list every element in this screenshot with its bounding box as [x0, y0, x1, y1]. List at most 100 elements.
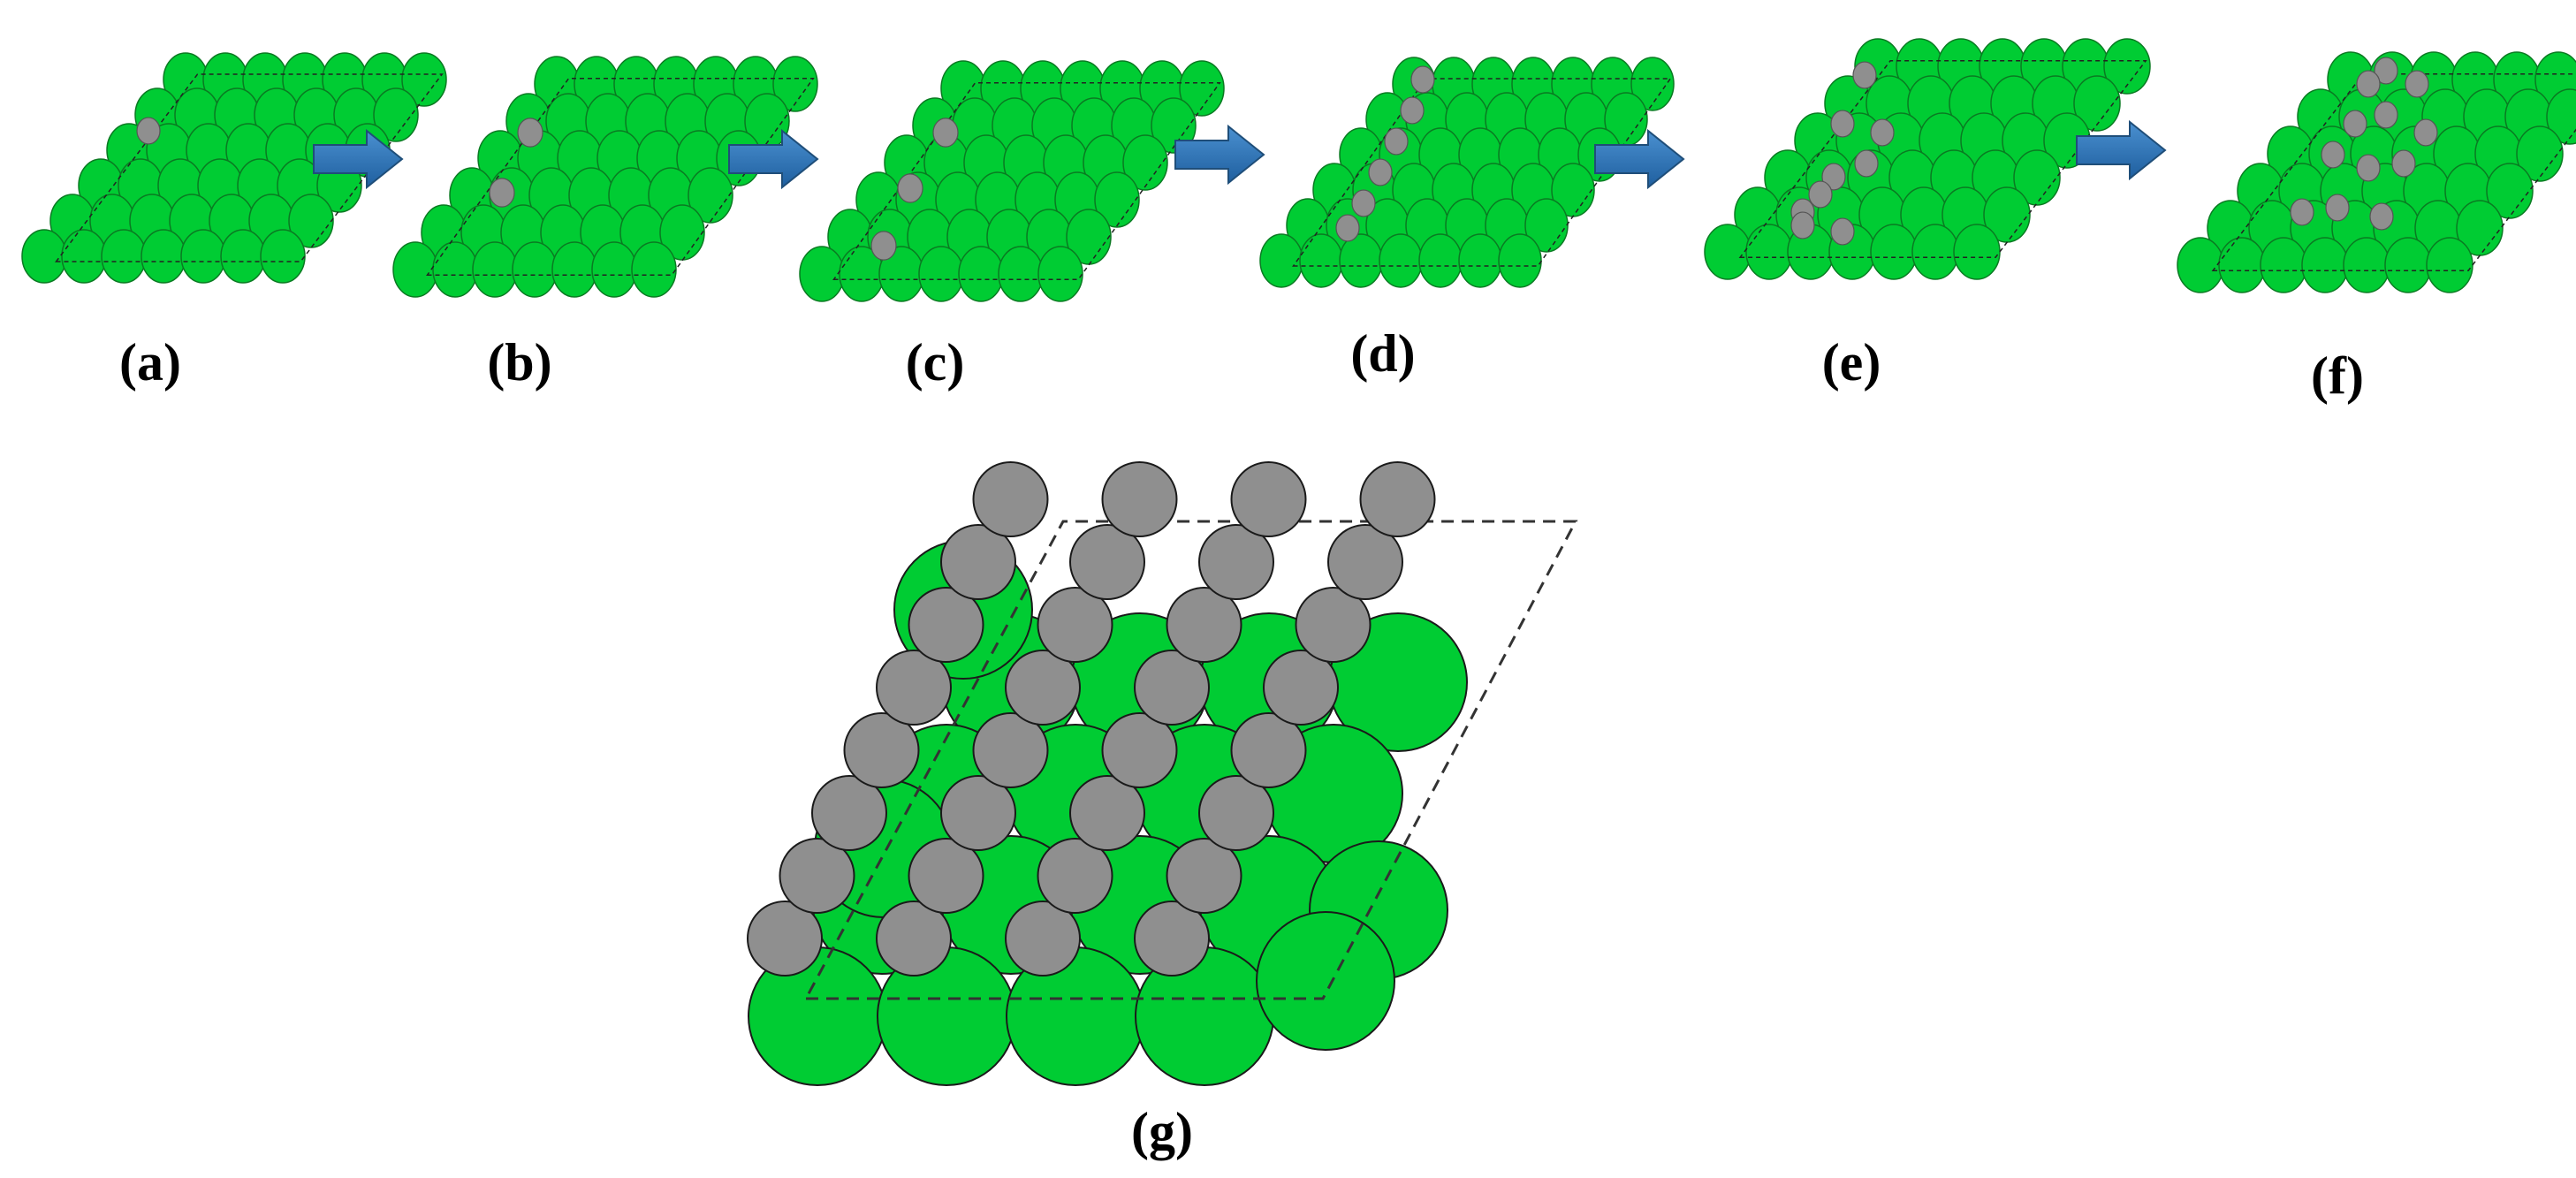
substrate-atom — [688, 167, 733, 224]
substrate-atom — [2426, 237, 2473, 293]
adsorbate-atom — [932, 118, 959, 148]
panel-label-a: (a) — [119, 333, 181, 391]
panel-label-b: (b) — [487, 333, 551, 391]
substrate-atom — [432, 241, 478, 298]
panel-c-surface — [799, 60, 1225, 302]
substrate-atom — [1256, 911, 1395, 1051]
adsorbate-atom — [1854, 149, 1879, 178]
adsorbate-atom — [2391, 149, 2416, 178]
unit-cell-outline — [1738, 60, 2147, 258]
substrate-atom — [1498, 233, 1542, 288]
substrate-atom — [1745, 224, 1793, 280]
adsorbate-atom — [876, 650, 952, 726]
unit-cell-outline — [54, 73, 444, 262]
substrate-atom — [2073, 75, 2121, 132]
adsorbate-atom — [1134, 901, 1210, 977]
adsorbate-atom — [1410, 65, 1435, 94]
panel-label-d: (d) — [1350, 324, 1415, 383]
substrate-atom — [1458, 233, 1502, 288]
right-arrow-icon — [1174, 124, 1265, 186]
substrate-atom — [101, 229, 147, 284]
sequence-arrows — [313, 119, 2167, 190]
substrate-atom — [998, 246, 1044, 302]
substrate-atom — [180, 229, 226, 284]
substrate-atom — [1953, 224, 2001, 280]
adsorbate-atom — [1295, 587, 1372, 663]
substrate-atom — [1379, 233, 1423, 288]
adsorbate-atom — [1166, 587, 1242, 663]
adsorbate-atom — [2374, 57, 2398, 85]
substrate-atom — [2486, 163, 2534, 219]
panel-f-surface — [2177, 51, 2576, 293]
adsorbate-atom — [2413, 118, 2438, 147]
panel-label-e: (e) — [1822, 333, 1881, 391]
adsorbate-atom — [747, 901, 823, 977]
adsorbate-atom — [1830, 217, 1855, 246]
adsorbate-atom — [811, 775, 887, 851]
substrate-atom — [373, 87, 419, 142]
substrate-atom — [2260, 237, 2307, 293]
adsorbate-atom — [1400, 96, 1425, 125]
adsorbate-atom — [1037, 587, 1113, 663]
adsorbate-atom — [2356, 154, 2381, 182]
adsorbate-atom — [2369, 202, 2394, 231]
adsorbate-atom — [972, 712, 1049, 788]
substrate-atom — [401, 52, 447, 107]
panel-d-surface — [1259, 57, 1675, 288]
adsorbate-atom — [1230, 461, 1307, 537]
adsorbate-atom — [1830, 110, 1855, 138]
adsorbate-atom — [1368, 158, 1393, 186]
adsorbate-atom — [908, 587, 984, 663]
panel-b-surface — [392, 56, 818, 298]
adsorbate-atom — [1101, 461, 1178, 537]
adsorbate-atom — [1069, 775, 1145, 851]
adsorbate-atom — [1808, 180, 1833, 209]
substrate-atom — [2546, 88, 2576, 145]
adsorbate-atom — [1351, 189, 1376, 217]
adsorbate-atom — [1790, 211, 1815, 239]
adsorbate-atom — [1198, 524, 1274, 600]
adsorbate-atom — [1384, 127, 1409, 156]
adsorbate-atom — [2321, 141, 2345, 169]
adsorbate-atom — [1101, 712, 1178, 788]
adsorbate-atom — [908, 838, 984, 914]
adsorbate-atom — [2356, 70, 2381, 98]
adsorbate-atom — [1230, 712, 1307, 788]
substrate-atom — [1299, 233, 1343, 288]
panel-g-surface — [747, 461, 1578, 1086]
adsorbate-atom — [1821, 163, 1846, 191]
adsorbate-atom — [1069, 524, 1145, 600]
substrate-atom — [1151, 97, 1197, 154]
unit-cell-outline — [2211, 73, 2576, 271]
substrate-atom — [958, 246, 1004, 302]
substrate-atom — [1630, 57, 1675, 111]
substrate-atom — [2516, 125, 2564, 182]
substrate-atom — [21, 229, 67, 284]
panel-label-c: (c) — [906, 333, 965, 391]
unit-cell-outline — [1292, 78, 1672, 267]
adsorbate-atom — [1870, 118, 1895, 147]
substrate-atom — [1870, 224, 1918, 280]
adsorbate-atom — [2290, 198, 2314, 226]
panel-label-f: (f) — [2311, 346, 2364, 405]
adsorbate-atom — [2343, 110, 2367, 138]
adsorbate-atom — [1198, 775, 1274, 851]
adsorbate-atom — [1134, 650, 1210, 726]
adsorbate-atom — [1327, 524, 1403, 600]
substrate-atom — [1259, 233, 1303, 288]
substrate-atom — [1704, 224, 1752, 280]
substrate-atom — [2301, 237, 2349, 293]
unit-cell-outline — [803, 520, 1578, 1000]
adsorbate-atom — [876, 901, 952, 977]
substrate-atom — [141, 229, 186, 284]
adsorbate-atom — [1166, 838, 1242, 914]
right-arrow-icon — [1594, 128, 1685, 190]
adsorbate-atom — [972, 461, 1049, 537]
adsorbate-atom — [1359, 461, 1436, 537]
substrate-atom — [799, 246, 845, 302]
substrate-atom — [918, 246, 964, 302]
adsorbate-atom — [517, 118, 543, 148]
panel-label-g: (g) — [1131, 1102, 1193, 1160]
adsorbate-atom — [1037, 838, 1113, 914]
adsorbate-atom — [1335, 214, 1360, 242]
